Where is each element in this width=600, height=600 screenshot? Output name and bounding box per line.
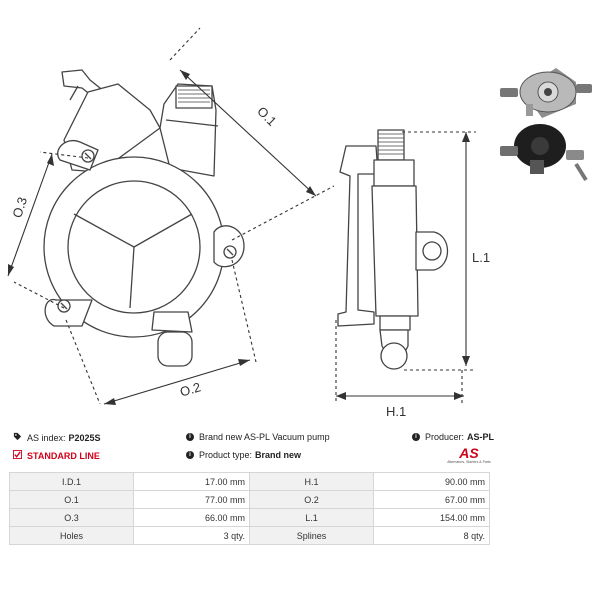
as-pl-logo: AS Alternators, Starters & Parts xyxy=(446,446,492,468)
pump-side-view xyxy=(337,129,448,370)
as-index-label: AS index: xyxy=(27,432,66,443)
table-row: O.3 66.00 mm L.1 154.00 mm xyxy=(8,508,490,527)
producer-value: AS-PL xyxy=(467,432,495,442)
info-icon: i xyxy=(186,433,194,441)
table-row: I.D.1 17.00 mm H.1 90.00 mm xyxy=(8,472,490,491)
spec-label: O.1 xyxy=(8,490,135,509)
dim-label-o2: O.2 xyxy=(178,379,202,399)
as-index: AS index: P2025S xyxy=(13,432,101,443)
technical-drawing: O.1 O.3 O.2 L.1 H.1 xyxy=(7,27,592,419)
side-dimension-lines xyxy=(335,131,476,404)
standard-line-text: STANDARD LINE xyxy=(27,450,100,461)
product-photo-bottom xyxy=(500,124,588,182)
spec-label: I.D.1 xyxy=(8,472,135,491)
pump-front-view xyxy=(43,69,245,367)
info-icon: i xyxy=(186,451,194,459)
spec-label: L.1 xyxy=(248,508,375,527)
info-icon: i xyxy=(412,433,420,441)
table-row: Holes 3 qty. Splines 8 qty. xyxy=(8,526,490,545)
standard-line: STANDARD LINE xyxy=(13,450,100,461)
spec-value: 17.00 mm xyxy=(133,472,250,491)
dim-label-o3: O.3 xyxy=(9,195,30,220)
logo-mark: AS xyxy=(459,445,479,461)
product-info: AS index: P2025S i Brand new AS-PL Vacuu… xyxy=(0,428,600,468)
specs-table: I.D.1 17.00 mm H.1 90.00 mm O.1 77.00 mm… xyxy=(8,472,490,545)
spec-label: O.3 xyxy=(8,508,135,527)
table-row: O.1 77.00 mm O.2 67.00 mm xyxy=(8,490,490,509)
product-type: i Product type: Brand new xyxy=(186,450,301,460)
dim-label-h1: H.1 xyxy=(386,404,406,419)
spec-value: 3 qty. xyxy=(133,526,250,545)
spec-value: 90.00 mm xyxy=(373,472,490,491)
product-type-value: Brand new xyxy=(255,450,302,460)
producer-label: Producer: xyxy=(425,432,465,442)
dim-label-l1: L.1 xyxy=(472,250,490,265)
spec-value: 154.00 mm xyxy=(373,508,490,527)
as-index-value: P2025S xyxy=(68,432,101,443)
logo-subtext: Alternators, Starters & Parts xyxy=(447,460,491,464)
spec-value: 77.00 mm xyxy=(133,490,250,509)
spec-value: 66.00 mm xyxy=(133,508,250,527)
producer: i Producer: AS-PL xyxy=(412,432,494,442)
product-photo-top xyxy=(500,68,592,118)
spec-label: Splines xyxy=(248,526,375,545)
spec-value: 67.00 mm xyxy=(373,490,490,509)
product-type-label: Product type: xyxy=(199,450,253,460)
front-dimension-lines xyxy=(7,27,335,405)
spec-value: 8 qty. xyxy=(373,526,490,545)
spec-label: O.2 xyxy=(248,490,375,509)
spec-label: Holes xyxy=(8,526,135,545)
tag-icon xyxy=(13,432,22,443)
spec-label: H.1 xyxy=(248,472,375,491)
description-text: Brand new AS-PL Vacuum pump xyxy=(199,432,330,442)
description: i Brand new AS-PL Vacuum pump xyxy=(186,432,330,442)
checkbox-icon xyxy=(13,450,22,461)
dim-label-o1: O.1 xyxy=(254,104,279,129)
